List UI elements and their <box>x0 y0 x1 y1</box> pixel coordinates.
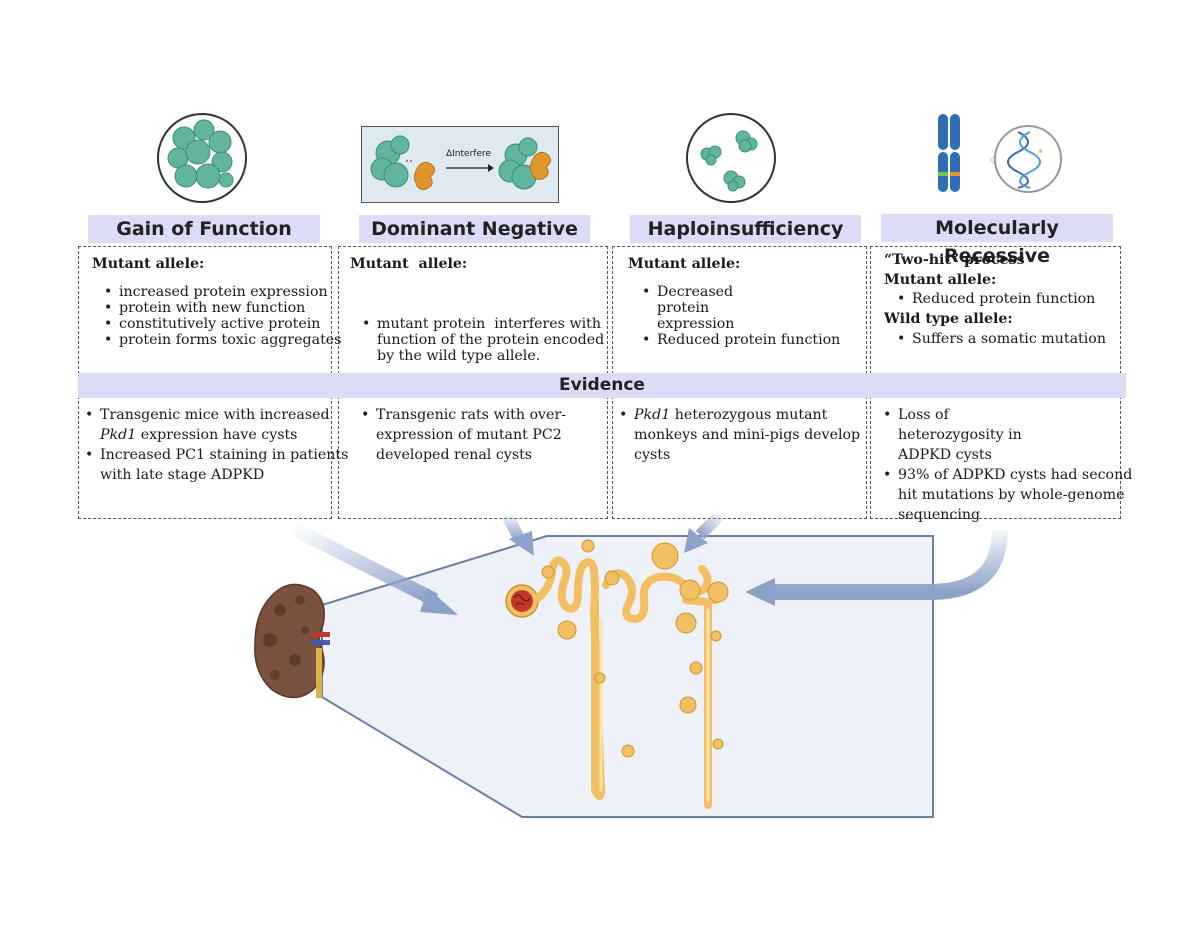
mr-evidence-list: Loss of heterozygosity in ADPKD cysts 93… <box>876 405 1142 525</box>
list-item: Loss of heterozygosity in ADPKD cysts <box>883 405 1048 465</box>
list-item: Pkd1 heterozygous mutant monkeys and min… <box>619 405 879 465</box>
kidney-icon <box>254 583 330 699</box>
header-molecularly-recessive: Molecularly Recessive <box>881 214 1113 267</box>
arrow-dn <box>501 515 534 556</box>
mr-mutant-label: Mutant allele: <box>884 272 997 288</box>
gof-mutant-label: Mutant allele: <box>92 256 205 272</box>
mr-intro: “Two-hit” process <box>884 252 1025 268</box>
list-item: Transgenic mice with increased Pkd1 expr… <box>85 405 350 445</box>
dn-mutant-label: Mutant allele: <box>350 256 468 272</box>
mr-mutant-list: Reduced protein function <box>890 291 1137 307</box>
kidney-nephron-illustration <box>254 515 1008 818</box>
interfere-label: ΔInterfere <box>446 149 492 159</box>
list-item: constitutively active protein <box>104 316 354 332</box>
protein-complex-icon <box>370 135 436 190</box>
arrow-right-icon <box>446 164 494 172</box>
list-item: increased protein expression <box>104 284 354 300</box>
list-item: Decreased protein expression <box>642 284 787 332</box>
mr-wild-label: Wild type allele: <box>884 311 1013 327</box>
hi-mutant-label: Mutant allele: <box>628 256 741 272</box>
chromosome-dna-icon: * <box>938 114 1062 194</box>
svg-text:*: * <box>1038 148 1043 159</box>
blocked-complex-icon <box>498 137 552 190</box>
evidence-bar: Evidence <box>78 373 1126 398</box>
arrow-gof <box>286 520 458 615</box>
list-item: 93% of ADPKD cysts had second hit mutati… <box>883 465 1142 525</box>
reduced-protein-icon <box>686 113 776 203</box>
header-haploinsufficiency: Haploinsufficiency <box>630 215 861 243</box>
arrow-mr <box>745 529 1008 606</box>
list-item: Reduced protein function <box>897 291 1137 307</box>
gof-mutant-list: increased protein expression protein wit… <box>97 284 354 348</box>
header-gain-of-function: Gain of Function <box>88 215 320 243</box>
list-item: Reduced protein function <box>642 332 882 348</box>
hi-evidence-list: Pkd1 heterozygous mutant monkeys and min… <box>612 405 879 465</box>
list-item: Suffers a somatic mutation <box>897 331 1137 347</box>
cyst-icon <box>541 539 729 758</box>
tubule-inner <box>599 608 710 802</box>
mr-wild-list: Suffers a somatic mutation <box>890 331 1137 347</box>
dn-mutant-list: mutant protein interferes with function … <box>355 284 622 380</box>
list-item: Increased PC1 staining in patients with … <box>85 445 350 485</box>
list-item: Transgenic rats with over-expression of … <box>361 405 581 465</box>
hi-mutant-list: Decreased protein expression Reduced pro… <box>635 284 882 348</box>
dn-evidence-list: Transgenic rats with over-expression of … <box>354 405 581 465</box>
list-item: mutant protein interferes with function … <box>362 316 622 364</box>
header-dominant-negative: Dominant Negative <box>359 215 590 243</box>
arrow-hi <box>684 515 725 553</box>
dominant-negative-inset: ΔInterfere <box>361 126 559 203</box>
list-item: protein forms toxic aggregates <box>104 332 354 348</box>
list-item: protein with new function <box>104 300 354 316</box>
protein-aggregate-icon <box>157 113 247 203</box>
glomerulus-icon <box>505 584 539 618</box>
gof-evidence-list: Transgenic mice with increased Pkd1 expr… <box>78 405 350 485</box>
